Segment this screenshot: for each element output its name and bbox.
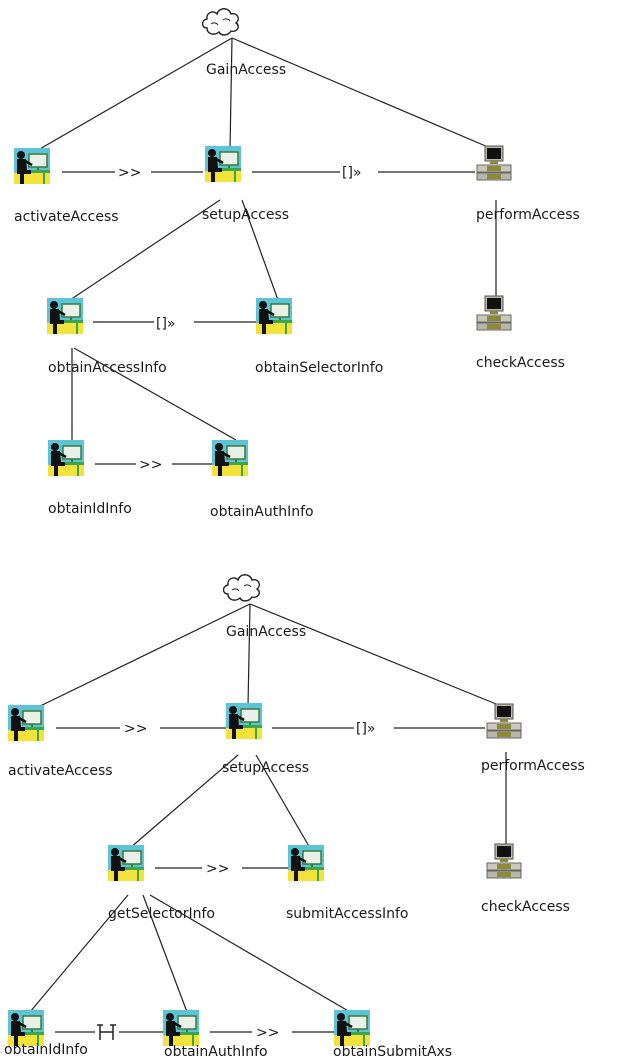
user-task-icon[interactable] [46, 438, 86, 478]
node-label-performaccess: performAccess [481, 758, 585, 774]
edge-setup-selectorinfo [241, 199, 279, 301]
edge-root-setup [229, 37, 233, 151]
node-label-setupaccess: setupAccess [222, 760, 309, 776]
user-task-icon[interactable] [254, 296, 294, 336]
operator-enabling: >> [139, 457, 162, 473]
user-task-icon[interactable] [332, 1008, 372, 1048]
computer-icon[interactable] [486, 703, 522, 739]
node-label-gainaccess: GainAccess [226, 624, 306, 640]
edge-root-activate [31, 603, 251, 711]
operator-enabling: >> [124, 721, 147, 737]
edge-setup-accessinfo [69, 199, 221, 301]
operator-enabling: >> [206, 861, 229, 877]
operator-order-independence [97, 1024, 116, 1040]
edge-getselector-idinfo [29, 894, 129, 1013]
user-task-icon[interactable] [106, 843, 146, 883]
node-label-getselectorinfo: getSelectorInfo [108, 906, 215, 922]
user-task-icon[interactable] [224, 701, 264, 741]
cloud-icon [222, 574, 260, 602]
user-task-icon[interactable] [6, 703, 46, 743]
node-label-obtainaccessinfo: obtainAccessInfo [48, 360, 167, 376]
task-tree-2: >> []» >> >> GainAccess activateAccess s… [4, 574, 585, 1059]
user-task-icon[interactable] [203, 144, 243, 184]
node-label-activateaccess: activateAccess [8, 763, 113, 779]
edge-root-setup [247, 603, 251, 707]
node-label-setupaccess: setupAccess [202, 207, 289, 223]
user-task-icon[interactable] [12, 146, 52, 186]
computer-icon[interactable] [476, 145, 512, 181]
node-label-obtainauthinfo: obtainAuthInfo [164, 1044, 268, 1059]
edge-root-perform [249, 603, 507, 709]
node-label-obtainidinfo: obtainIdInfo [48, 501, 132, 517]
operator-choice-enabling: []» [342, 165, 362, 181]
operator-enabling: >> [256, 1025, 279, 1041]
user-task-icon[interactable] [210, 438, 250, 478]
node-label-obtainselectorinfo: obtainSelectorInfo [255, 360, 383, 376]
edge-setup-getselector [129, 754, 239, 849]
computer-icon[interactable] [486, 843, 522, 879]
node-label-submitaccessinfo: submitAccessInfo [286, 906, 409, 922]
edge-getselector-submitaxs [149, 894, 351, 1013]
node-label-gainaccess: GainAccess [206, 62, 286, 78]
node-label-activateaccess: activateAccess [14, 209, 119, 225]
node-label-obtainidinfo: obtainIdInfo [4, 1042, 88, 1058]
user-task-icon[interactable] [6, 1008, 46, 1048]
node-label-checkaccess: checkAccess [481, 899, 570, 915]
operator-choice-enabling: []» [156, 316, 176, 332]
user-task-icon[interactable] [45, 296, 85, 336]
operator-choice-enabling: []» [356, 721, 376, 737]
user-task-icon[interactable] [286, 843, 326, 883]
edge-setup-submitinfo [255, 754, 311, 849]
node-label-checkaccess: checkAccess [476, 355, 565, 371]
task-tree-1: >> []» []» >> GainAccess activateAccess … [12, 8, 580, 520]
edge-root-perform [231, 37, 496, 151]
computer-icon[interactable] [476, 295, 512, 331]
cloud-icon [201, 8, 239, 36]
edge-accessinfo-authinfo [73, 347, 237, 441]
node-label-obtainsubmitaxs: obtainSubmitAxs [333, 1044, 452, 1059]
operator-enabling: >> [118, 165, 141, 181]
node-label-performaccess: performAccess [476, 207, 580, 223]
edge-getselector-authinfo [142, 894, 188, 1013]
node-label-obtainauthinfo: obtainAuthInfo [210, 504, 314, 520]
edge-root-activate [37, 37, 233, 151]
user-task-icon[interactable] [161, 1008, 201, 1048]
